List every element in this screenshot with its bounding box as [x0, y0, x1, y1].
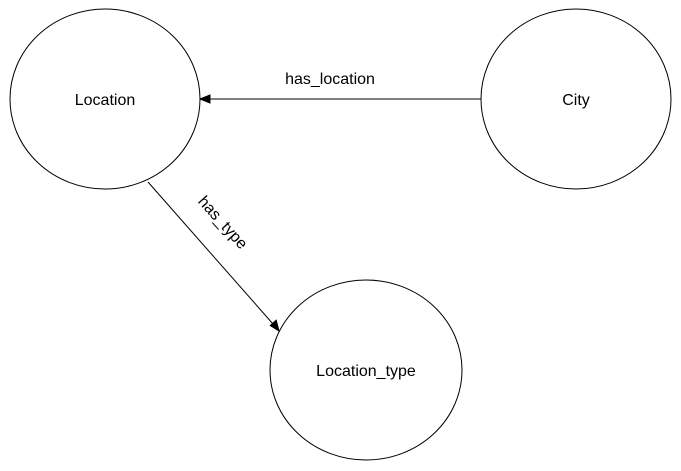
- edge-has-type-arrowhead: [269, 319, 280, 333]
- edge-has-location-label: has_location: [285, 71, 375, 88]
- node-city-label: City: [562, 92, 590, 109]
- node-location-type-circle[interactable]: [269, 279, 463, 461]
- node-location-type[interactable]: Location_type: [269, 279, 463, 461]
- edge-has-location: has_location: [198, 71, 481, 104]
- edge-has-location-arrowhead: [198, 94, 211, 104]
- edge-has-type: has_type: [147, 181, 280, 333]
- edge-has-type-line: [147, 181, 274, 325]
- node-city-circle[interactable]: [480, 8, 672, 190]
- node-location[interactable]: Location: [9, 8, 201, 190]
- node-location-circle[interactable]: [9, 8, 201, 190]
- node-location-type-label: Location_type: [316, 363, 416, 380]
- node-city[interactable]: City: [480, 8, 672, 190]
- node-location-label: Location: [75, 92, 136, 109]
